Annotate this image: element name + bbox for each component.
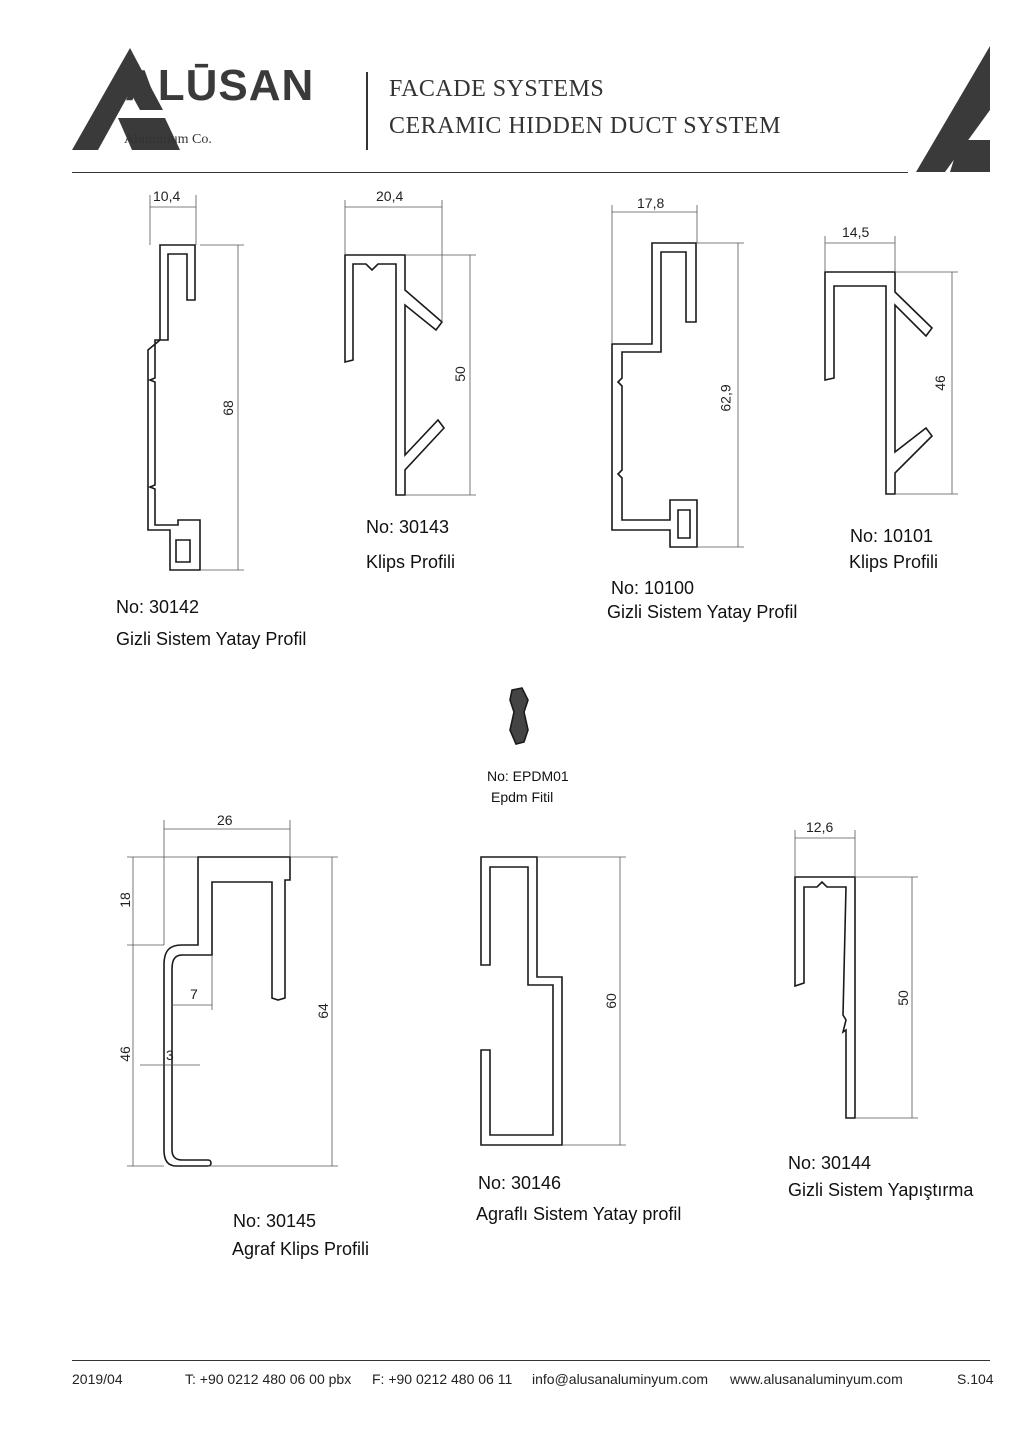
profile-10100-no: No: 10100: [611, 578, 695, 598]
profile-30146-drawing: [480, 856, 563, 1146]
dim-10100-height: 62,9: [717, 384, 734, 412]
profile-30146-name: Agraflı Sistem Yatay profil: [476, 1204, 682, 1224]
alusan-logo-icon: [72, 48, 180, 150]
footer-page-number: S.104: [957, 1371, 994, 1387]
header-rule: [72, 172, 908, 173]
dim-30144-height: 50: [894, 990, 911, 1006]
dim-30145-height: 64: [314, 1003, 331, 1019]
dim-30145-thickness: 3: [166, 1047, 174, 1063]
dim-30145-height-top: 18: [116, 892, 133, 908]
dim-30143-height: 50: [451, 366, 468, 382]
profile-30145-name: Agraf Klips Profili: [232, 1239, 370, 1259]
dim-30145-width: 26: [217, 812, 233, 828]
brand-name: ALŪSAN: [125, 61, 315, 110]
profile-30143-no: No: 30143: [366, 517, 450, 537]
profile-10101-no: No: 10101: [850, 526, 934, 546]
dim-30142-width: 10,4: [153, 188, 181, 204]
footer-fax: F: +90 0212 480 06 11: [372, 1371, 513, 1387]
dim-10101-width: 14,5: [842, 224, 870, 240]
profile-30146-no: No: 30146: [478, 1173, 562, 1193]
dim-10101-height: 46: [931, 375, 948, 391]
profile-30142-no: No: 30142: [116, 597, 200, 617]
dimension-lines: [127, 195, 958, 1167]
header-divider: [366, 72, 368, 150]
corner-logo-icon: [916, 46, 990, 172]
footer-rule: [72, 1360, 990, 1361]
profile-30144-drawing: [794, 876, 856, 1119]
profile-30145-no: No: 30145: [233, 1211, 317, 1231]
profile-30144-name: Gizli Sistem Yapıştırma: [788, 1180, 974, 1200]
brand-subtitle: Aluminium Co.: [124, 132, 212, 147]
profile-30143-drawing: [344, 254, 446, 496]
header-title-line1: FACADE SYSTEMS: [389, 76, 605, 102]
profile-10101-drawing: [824, 271, 934, 495]
dim-30145-height-bottom: 46: [116, 1046, 133, 1062]
footer-website[interactable]: www.alusanaluminyum.com: [730, 1371, 903, 1387]
epdm-01-drawing: [509, 687, 529, 745]
dim-30142-height: 68: [219, 400, 236, 416]
profile-10100-drawing: [611, 242, 698, 548]
dim-30143-width: 20,4: [376, 188, 404, 204]
profile-epdm01-name: Epdm Fitil: [491, 789, 554, 805]
profile-epdm01-no: No: EPDM01: [487, 768, 569, 784]
profile-30144-no: No: 30144: [788, 1153, 872, 1173]
profile-30143-name: Klips Profili: [366, 552, 456, 572]
profile-10100-name: Gizli Sistem Yatay Profil: [607, 602, 798, 622]
footer-date: 2019/04: [72, 1371, 123, 1387]
profile-10101-name: Klips Profili: [849, 552, 939, 572]
dim-10100-width: 17,8: [637, 195, 665, 211]
header-title-line2: CERAMIC HIDDEN DUCT SYSTEM: [389, 113, 781, 139]
dim-30146-height: 60: [602, 993, 619, 1009]
profile-30145-drawing: [163, 856, 291, 1167]
dim-30145-inner: 7: [190, 986, 198, 1002]
footer-phone: T: +90 0212 480 06 00 pbx: [185, 1371, 352, 1387]
profile-30142-drawing: [147, 244, 201, 571]
dim-30144-width: 12,6: [806, 819, 834, 835]
profile-30142-name: Gizli Sistem Yatay Profil: [116, 629, 307, 649]
footer-email[interactable]: info@alusanaluminyum.com: [532, 1371, 709, 1387]
